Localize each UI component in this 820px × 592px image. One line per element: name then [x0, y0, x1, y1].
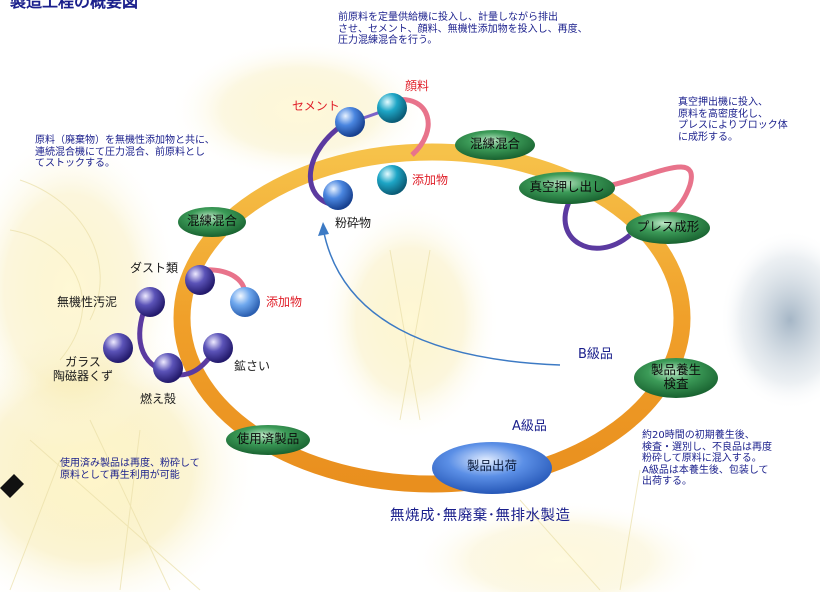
- material-dust: ダスト類: [130, 261, 179, 275]
- stage-mix-top: 混練混合: [469, 136, 520, 151]
- stage-press-forming: プレス成形: [636, 219, 700, 234]
- note-top-line: させ、セメント、顔料、無機性添加物を投入し、再度、: [338, 23, 588, 35]
- note-bottom-left-line: 使用済み製品は再度、粉砕して: [60, 458, 200, 469]
- footer-slogan: 無焼成･無廃棄･無排水製造: [390, 508, 571, 524]
- note-bottom-right: 約20時間の初期養生後、 検査・選別し、不良品は再度 粉砕して原料に混入する。 …: [642, 430, 772, 488]
- recycle-arrow: [318, 222, 561, 366]
- note-bottom-right-line: 出荷する。: [642, 476, 692, 487]
- stage-inspection-line: 検査: [663, 376, 689, 392]
- note-bottom-right-line: 検査・選別し、不良品は再度: [642, 441, 772, 453]
- material-additive-left: 添加物: [266, 295, 303, 309]
- note-bottom-right-line: A級品は本養生後、包装して: [642, 464, 769, 476]
- note-top: 前原料を定量供給機に投入し、計量しながら排出 させ、セメント、顔料、無機性添加物…: [338, 12, 588, 47]
- material-inorganic-sludge: 無機性汚泥: [57, 295, 118, 309]
- stage-used-products: 使用済製品: [236, 431, 300, 446]
- material-cement: セメント: [292, 99, 340, 113]
- note-top-line: 圧力混練混合を行う。: [338, 35, 438, 46]
- material-glass-line: ガラス: [65, 355, 101, 369]
- grade-a: A級品: [512, 419, 547, 434]
- note-left: 原料（廃棄物）を無機性添加物と共に、 連続混合機にて圧力混合、前原料とし てスト…: [35, 135, 215, 170]
- stage-mix-left: 混練混合: [186, 213, 237, 228]
- note-top-line: 前原料を定量供給機に投入し、計量しながら排出: [338, 12, 558, 23]
- stage-curing-inspection: 製品養生 検査: [634, 362, 718, 392]
- material-pigment: 顔料: [405, 79, 430, 93]
- stage-shipping: 製品出荷: [466, 458, 517, 473]
- material-ceramics-line: 陶磁器くず: [53, 368, 114, 383]
- note-top-right-line: に成形する。: [678, 131, 738, 143]
- material-slag: 鉱さい: [234, 359, 271, 373]
- note-top-right-line: 原料を高密度化し、: [678, 108, 768, 120]
- material-ash: 燃え殻: [140, 392, 177, 406]
- material-glass-ceramics: ガラス 陶磁器くず: [53, 355, 114, 384]
- note-left-line: てストックする。: [35, 158, 115, 169]
- stage-pills: [178, 130, 718, 494]
- material-balls: [103, 93, 407, 383]
- process-ring: [173, 143, 691, 493]
- page-title: 製造工程の概要図: [10, 0, 139, 11]
- note-bottom-right-line: 粉砕して原料に混入する。: [642, 453, 762, 464]
- note-bottom-left-line: 原料として再生利用が可能: [60, 469, 180, 481]
- note-bottom-left: 使用済み製品は再度、粉砕して 原料として再生利用が可能: [60, 458, 200, 481]
- grade-b: B級品: [578, 347, 613, 362]
- stage-curing-line: 製品養生: [650, 362, 701, 377]
- note-top-right-line: プレスによりブロック体: [678, 120, 788, 131]
- material-crushed: 粉砕物: [335, 216, 372, 230]
- stage-vacuum-extrusion: 真空押し出し: [529, 179, 605, 194]
- background-glow: [0, 40, 820, 592]
- note-left-line: 原料（廃棄物）を無機性添加物と共に、: [35, 135, 215, 146]
- note-bottom-right-line: 約20時間の初期養生後、: [642, 430, 755, 441]
- note-top-right-line: 真空押出機に投入、: [678, 97, 768, 108]
- note-left-line: 連続混合機にて圧力混合、前原料とし: [35, 146, 205, 158]
- note-top-right: 真空押出機に投入、 原料を高密度化し、 プレスによりブロック体 に成形する。: [678, 97, 788, 143]
- material-additive-top: 添加物: [412, 173, 449, 187]
- diamond-marker: [0, 474, 24, 498]
